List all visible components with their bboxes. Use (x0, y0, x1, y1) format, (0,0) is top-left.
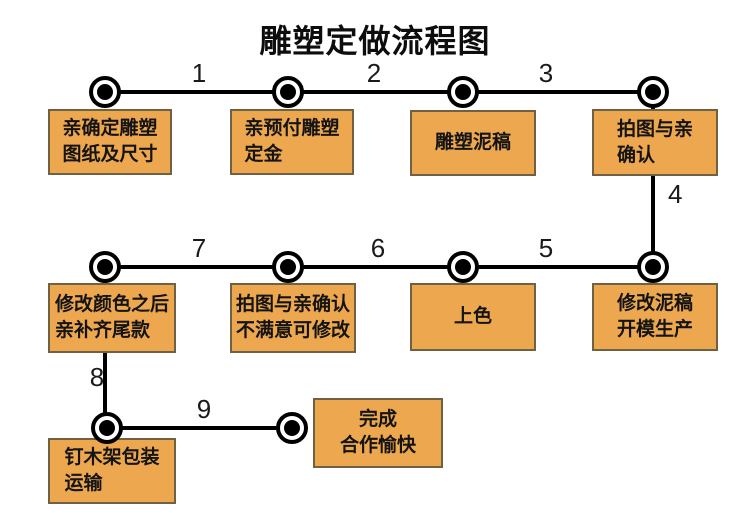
connector-line-row2 (105, 265, 653, 269)
step-number-2: 2 (366, 58, 382, 88)
node-circle-row1-4 (637, 76, 669, 108)
step-number-6: 6 (370, 233, 386, 263)
node-dot-icon (99, 420, 115, 436)
step-number-5: 5 (538, 233, 554, 263)
step-box-label: 完成 合作愉快 (339, 409, 416, 456)
step-box-label: 亲确定雕塑 图纸及尺寸 (62, 118, 158, 165)
step-box-label: 钉木架包装 运输 (64, 447, 160, 494)
step-box-photo-confirm-revise: 拍图与亲确认 不满意可修改 (230, 283, 356, 353)
step-box-label: 拍图与亲 确认 (616, 118, 693, 166)
step-box-photo-confirm: 拍图与亲 确认 (592, 109, 718, 176)
step-box-recolor-pay-balance: 修改颜色之后 亲补齐尾款 (48, 283, 176, 353)
step-number-9: 9 (196, 394, 212, 424)
connector-line-row1 (105, 90, 653, 94)
node-circle-row2-3 (447, 251, 479, 283)
step-box-clay-draft: 雕塑泥稿 (410, 110, 536, 176)
node-dot-icon (97, 259, 113, 275)
node-circle-row1-1 (89, 76, 121, 108)
node-circle-row2-2 (272, 251, 304, 283)
page-title: 雕塑定做流程图 (259, 23, 491, 59)
step-number-7: 7 (191, 233, 207, 263)
step-box-revise-draft-mold: 修改泥稿 开模生产 (592, 283, 718, 351)
step-box-label: 雕塑泥稿 (434, 132, 511, 153)
node-circle-row2-1 (89, 251, 121, 283)
step-box-label: 修改颜色之后 亲补齐尾款 (54, 294, 169, 341)
connector-line-row3 (107, 426, 292, 430)
step-box-pay-deposit: 亲预付雕塑 定金 (230, 109, 354, 175)
step-number-4: 4 (668, 179, 683, 209)
connector-line-step4-vertical (651, 92, 655, 267)
step-box-label: 拍图与亲确认 不满意可修改 (235, 294, 350, 341)
node-dot-icon (280, 259, 296, 275)
step-number-3: 3 (538, 58, 554, 88)
node-circle-row1-3 (447, 76, 479, 108)
node-dot-icon (97, 84, 113, 100)
node-circle-row3-2 (276, 412, 308, 444)
node-circle-row2-4 (637, 251, 669, 283)
node-dot-icon (284, 420, 300, 436)
step-box-confirm-drawing: 亲确定雕塑 图纸及尺寸 (48, 109, 172, 175)
step-number-1: 1 (191, 58, 207, 88)
step-number-8: 8 (89, 362, 105, 392)
step-box-complete: 完成 合作愉快 (313, 398, 443, 468)
node-dot-icon (280, 84, 296, 100)
node-dot-icon (645, 259, 661, 275)
node-dot-icon (455, 259, 471, 275)
node-circle-row1-2 (272, 76, 304, 108)
node-dot-icon (455, 84, 471, 100)
step-box-label: 亲预付雕塑 定金 (244, 118, 340, 165)
step-box-coloring: 上色 (410, 283, 536, 351)
step-box-crate-pack-ship: 钉木架包装 运输 (48, 438, 176, 504)
node-dot-icon (645, 84, 661, 100)
step-box-label: 上色 (453, 306, 492, 327)
step-box-label: 修改泥稿 开模生产 (616, 293, 693, 340)
node-circle-row3-1 (91, 412, 123, 444)
